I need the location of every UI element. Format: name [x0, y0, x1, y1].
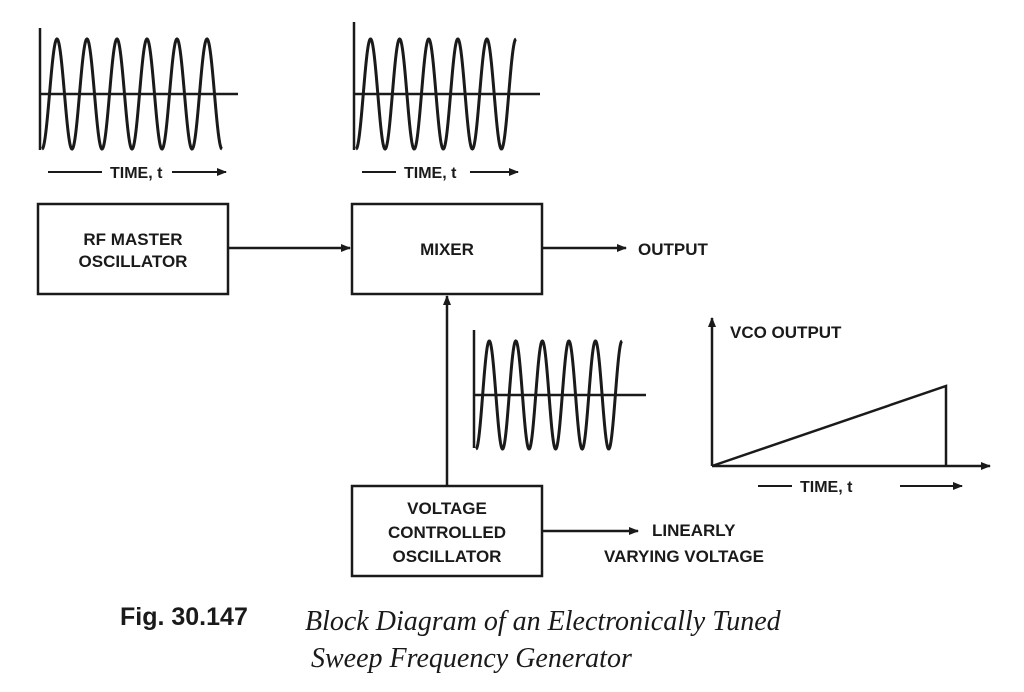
- figure-number: Fig. 30.147: [120, 603, 248, 631]
- rf-master-oscillator-label-line1: RF MASTER: [83, 230, 182, 249]
- rf-master-oscillator-label-line2: OSCILLATOR: [79, 252, 188, 271]
- linearly-label: LINEARLY: [652, 521, 736, 540]
- mixer-label: MIXER: [420, 240, 474, 259]
- rf-master-oscillator-block: RF MASTER OSCILLATOR: [36, 202, 230, 296]
- rf-sine-wave: [41, 37, 223, 151]
- rf-time-label: TIME, t: [110, 165, 163, 182]
- rf-oscillator-waveform: TIME, t: [38, 28, 238, 182]
- vco-block: VOLTAGE CONTROLLED OSCILLATOR: [350, 484, 544, 578]
- vco-ramp-line: [711, 384, 948, 468]
- mixer-waveform: TIME, t: [352, 22, 540, 182]
- figure-caption-line1: Block Diagram of an Electronically Tuned: [305, 606, 781, 637]
- rf-master-oscillator-box: [36, 202, 230, 296]
- vco-label-line3: OSCILLATOR: [393, 547, 502, 566]
- vco-box: [350, 484, 544, 578]
- vco-output-chart: VCO OUTPUT TIME, t: [708, 317, 991, 496]
- vco-sine-wave: [475, 339, 623, 451]
- output-label: OUTPUT: [638, 240, 709, 259]
- mixer-box: [350, 202, 544, 296]
- mixer-time-label: TIME, t: [404, 165, 457, 182]
- varying-voltage-label: VARYING VOLTAGE: [604, 547, 764, 566]
- mixer-sine-wave: [355, 37, 517, 151]
- vco-label-line1: VOLTAGE: [407, 499, 487, 518]
- vco-chart-ylabel: VCO OUTPUT: [730, 323, 842, 342]
- vco-waveform: [472, 330, 646, 451]
- vco-chart-xlabel: TIME, t: [800, 479, 853, 496]
- figure-caption: Block Diagram of an Electronically Tuned…: [305, 603, 945, 677]
- vco-label-line2: CONTROLLED: [388, 523, 506, 542]
- mixer-block: MIXER: [350, 202, 544, 296]
- figure-caption-line2: Sweep Frequency Generator: [311, 643, 632, 674]
